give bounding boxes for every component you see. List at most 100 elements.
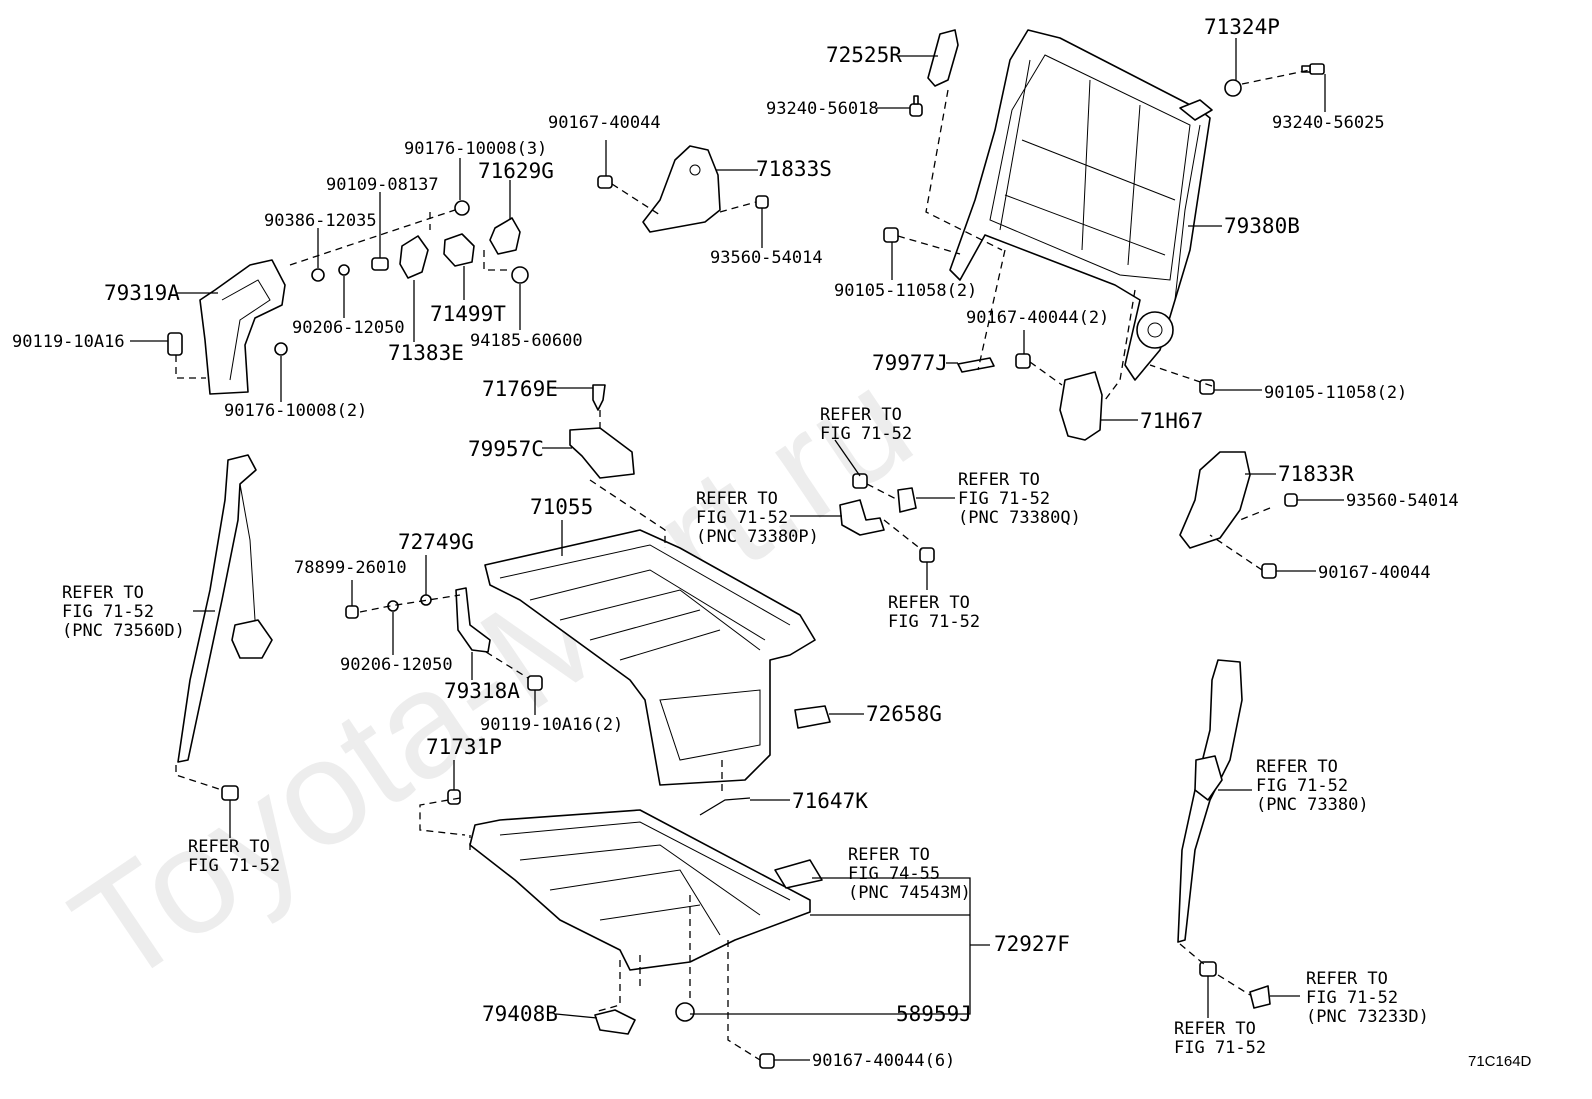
seatback-frame-79380B-drawing [949,29,1213,381]
bracket-71H67-drawing [1059,371,1103,441]
left-seatbelt-drawing [177,454,273,801]
label-71383E: 71383E [388,341,464,365]
bracket-79318A-drawing [455,587,491,653]
bolt-90167-40044-6-drawing [759,1053,775,1069]
refer-mid-top: REFER TO FIG 71-52 [820,405,912,444]
bolt-90119-10A16-drawing [167,332,183,356]
clip-90176-10008-2-drawing [274,342,288,356]
clip-71769E-drawing [592,384,606,411]
pad-74543M-drawing [774,859,823,889]
bolt-90109-08137-drawing [371,257,389,271]
cover-71499T-drawing [443,233,475,267]
label-72749G: 72749G [398,530,474,554]
label-90386-12035: 90386-12035 [264,211,377,231]
refer-belt-right-bolt: REFER TO FIG 71-52 [1174,1019,1266,1058]
label-78899-26010: 78899-26010 [294,558,407,578]
label-79380B: 79380B [1224,214,1300,238]
refer-belt-left-bolt: REFER TO FIG 71-52 [188,837,280,876]
label-71629G: 71629G [478,159,554,183]
label-71H67: 71H67 [1140,409,1203,433]
label-90119-10A16: 90119-10A16 [12,332,125,352]
label-79318A: 79318A [444,679,520,703]
washer-90206-12050-a-drawing [338,264,350,276]
bolt-93240-56025-drawing [1301,63,1325,75]
washer-90386-12035-drawing [311,268,325,282]
screw-93240-56018-drawing [909,95,923,117]
refer-part-73380Q-drawing [897,487,917,513]
label-90167-40044-r: 90167-40044 [1318,563,1431,583]
label-71769E: 71769E [482,377,558,401]
label-90167-40044-2: 90167-40044(2) [966,308,1109,328]
bolt-90119-10A16-2-drawing [527,675,543,691]
label-90105-11058-2b: 90105-11058(2) [1264,383,1407,403]
bolt-90167-40044-top-drawing [597,175,613,189]
assembly-lines [175,69,1311,1061]
refer-belt-right-buckle: REFER TO FIG 71-52 (PNC 73233D) [1306,969,1429,1027]
clip-71731P-drawing [447,789,461,805]
bolt-90105-11058-2a-drawing [883,227,899,243]
label-72525R: 72525R [826,43,902,67]
bolt-78899-26010-drawing [345,605,359,619]
label-90206-12050-a: 90206-12050 [292,318,405,338]
label-90167-40044-top: 90167-40044 [548,113,661,133]
label-79319A: 79319A [104,281,180,305]
bolt-90105-11058-2b-drawing [1199,379,1215,395]
bolt-90167-40044-2-drawing [1015,353,1031,369]
bolt-93560-54014-a-drawing [755,195,769,209]
label-71499T: 71499T [430,302,506,326]
label-58959J: 58959J [896,1002,972,1026]
cover-71833R-drawing [1179,451,1251,549]
pad-79408B-drawing [594,1009,636,1035]
part-labels: 72525R 71324P 93240-56018 93240-56025 90… [12,15,1459,1071]
figure-code: 71C164D [1468,1053,1532,1070]
cover-71833S-drawing [642,145,721,233]
label-90119-10A16-2: 90119-10A16(2) [480,715,623,735]
label-93560-54014-b: 93560-54014 [1346,491,1459,511]
refer-belt-left: REFER TO FIG 71-52 (PNC 73560D) [62,583,185,641]
module-79957C-drawing [569,427,635,479]
bottom-cover-72927F-drawing [469,809,811,971]
label-79977J: 79977J [872,351,948,375]
nut-71324P-drawing [1224,79,1242,97]
bolt-93560-54014-b-drawing [1284,493,1298,507]
bolt-90167-40044-r-drawing [1261,563,1277,579]
label-93240-56018: 93240-56018 [766,99,879,119]
refer-mid-bolt: REFER TO FIG 71-52 [888,593,980,632]
hinge-71383E-drawing [399,235,429,279]
label-90176-10008-2: 90176-10008(2) [224,401,367,421]
label-71833S: 71833S [756,157,832,181]
label-90206-12050-b: 90206-12050 [340,655,453,675]
label-94185-60600: 94185-60600 [470,331,583,351]
refer-cover: REFER TO FIG 74-55 (PNC 74543M) [848,845,971,903]
refer-labels: REFER TO FIG 71-52 (PNC 73560D) REFER TO… [62,405,1429,1058]
label-79977J-drawing [957,357,995,373]
label-90105-11058-2a: 90105-11058(2) [834,281,977,301]
label-72658G: 72658G [866,702,942,726]
refer-mid-right: REFER TO FIG 71-52 (PNC 73380Q) [958,470,1081,528]
label-90109-08137: 90109-08137 [326,175,439,195]
refer-belt-right: REFER TO FIG 71-52 (PNC 73380) [1256,757,1369,815]
pad-72658G-drawing [794,705,831,729]
label-90167-40044-6: 90167-40044(6) [812,1051,955,1071]
bracket-79319A-drawing [199,259,286,395]
label-71055: 71055 [530,495,593,519]
headrest-guide-72525R-drawing [927,29,959,87]
label-71731P: 71731P [426,735,502,759]
refer-part-73380P-drawing [839,499,885,536]
refer-mid-left: REFER TO FIG 71-52 (PNC 73380P) [696,489,819,547]
cushion-frame-71055-drawing [484,529,816,786]
label-93240-56025: 93240-56025 [1272,113,1385,133]
nut-94185-60600-drawing [511,266,529,284]
label-72927F: 72927F [994,932,1070,956]
label-71647K: 71647K [792,789,868,813]
washer-72749G-drawing [420,594,432,606]
cover-71629G-drawing [489,217,521,255]
right-seatbelt-drawing [1177,659,1271,1009]
clip-90176-10008-3-drawing [454,200,470,216]
label-71833R: 71833R [1278,462,1354,486]
label-79408B: 79408B [482,1002,558,1026]
label-93560-54014-a: 93560-54014 [710,248,823,268]
wire-71647K-drawing [699,797,751,816]
clip-58959J-drawing [675,1002,695,1022]
